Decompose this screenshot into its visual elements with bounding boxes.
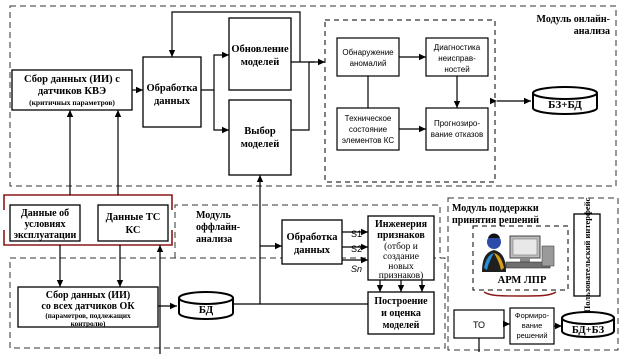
apm-label: АРМ ЛПР bbox=[498, 275, 547, 286]
svg-text:(отбор и: (отбор и bbox=[384, 241, 418, 252]
tech-state-block: Техническое состояние элементов КС bbox=[336, 107, 400, 151]
svg-text:Выбор: Выбор bbox=[244, 126, 276, 137]
svg-text:Техническое: Техническое bbox=[345, 114, 392, 123]
fault-diagnosis-block: Диагностика неисправ- ностей bbox=[425, 37, 489, 77]
model-select-block: Выбор моделей bbox=[228, 99, 292, 176]
svg-text:моделей: моделей bbox=[383, 320, 420, 331]
feature-engineering-block: Инженерия признаков (отбор и создание но… bbox=[367, 215, 435, 281]
svg-text:Модуль поддержки: Модуль поддержки bbox=[452, 203, 539, 214]
online-inner-frame bbox=[324, 19, 496, 183]
anomaly-detection-block: Обнаружение аномалий bbox=[336, 37, 400, 77]
user-icon bbox=[482, 233, 506, 272]
svg-text:данных: данных bbox=[294, 245, 331, 256]
svg-text:вание: вание bbox=[522, 321, 543, 330]
svg-text:Данные ТС: Данные ТС bbox=[106, 212, 161, 223]
svg-text:БД+БЗ: БД+БЗ bbox=[572, 325, 605, 336]
svg-text:Обновление: Обновление bbox=[231, 44, 289, 55]
svg-text:моделей: моделей bbox=[241, 57, 280, 68]
svg-text:данных: данных bbox=[154, 96, 191, 107]
svg-text:моделей: моделей bbox=[241, 139, 280, 150]
online-module-frame bbox=[9, 5, 617, 187]
db-bottom-cylinder: БД bbox=[178, 291, 234, 320]
svg-text:Sn: Sn bbox=[351, 264, 362, 274]
apm-brace bbox=[483, 291, 557, 297]
decision-module-title: Модуль поддержки принятия решений bbox=[452, 203, 539, 226]
svg-text:вание отказов: вание отказов bbox=[431, 130, 483, 139]
svg-text:ТО: ТО bbox=[473, 320, 485, 330]
svg-text:Построение: Построение bbox=[374, 296, 428, 307]
svg-text:Модуль онлайн-: Модуль онлайн- bbox=[537, 14, 610, 25]
svg-text:анализа: анализа bbox=[196, 234, 232, 245]
workstation-icon bbox=[505, 235, 555, 269]
apm-frame bbox=[472, 225, 569, 291]
edge-labels: S1 S2 Sn bbox=[351, 229, 362, 274]
svg-text:и оценка: и оценка bbox=[381, 308, 421, 319]
svg-text:аномалий: аномалий bbox=[350, 59, 387, 68]
user-interface-block: Пользовательский интерфейс bbox=[573, 197, 601, 312]
svg-text:создание: создание bbox=[383, 252, 419, 262]
svg-text:КС: КС bbox=[126, 225, 141, 236]
svg-text:решений: решений bbox=[516, 331, 547, 340]
svg-text:эксплуатации: эксплуатации bbox=[14, 230, 77, 241]
svg-text:Диагностика: Диагностика bbox=[434, 43, 481, 52]
svg-text:со всех датчиков ОК: со всех датчиков ОК bbox=[41, 301, 135, 312]
failure-forecast-block: Прогнозиро- вание отказов bbox=[425, 107, 489, 151]
source-data-group bbox=[3, 194, 173, 246]
svg-text:Модуль: Модуль bbox=[196, 210, 231, 221]
svg-text:БЗ+БД: БЗ+БД bbox=[548, 99, 582, 111]
svg-text:Сбор данных (ИИ) с: Сбор данных (ИИ) с bbox=[24, 74, 120, 85]
svg-text:состояние: состояние bbox=[349, 125, 388, 134]
svg-text:Данные об: Данные об bbox=[21, 208, 69, 219]
svg-text:Обработка: Обработка bbox=[286, 232, 338, 243]
svg-text:Прогнозиро-: Прогнозиро- bbox=[434, 119, 480, 128]
svg-text:неисправ-: неисправ- bbox=[438, 54, 476, 63]
data-processing-offline-block: Обработка данных bbox=[281, 219, 343, 265]
offline-module-frame bbox=[9, 257, 446, 349]
svg-text:S2: S2 bbox=[351, 244, 362, 254]
ts-data-block: Данные ТС КС bbox=[97, 204, 169, 242]
svg-text:условиях: условиях bbox=[24, 219, 65, 230]
offline-module-frame-upper bbox=[174, 204, 441, 258]
kb-db-bottom-cylinder: БД+БЗ bbox=[561, 311, 615, 338]
svg-text:принятия решений: принятия решений bbox=[452, 215, 539, 226]
connectors bbox=[56, 11, 562, 354]
build-eval-block: Построение и оценка моделей bbox=[367, 291, 435, 335]
kve-collect-block: Сбор данных (ИИ) с датчиков КВЭ (критичн… bbox=[11, 69, 133, 111]
svg-text:S1: S1 bbox=[351, 229, 362, 239]
offline-module-title: Модуль оффлайн- анализа bbox=[196, 210, 240, 245]
form-decisions-block: Формиро- вание решений bbox=[509, 307, 555, 345]
svg-text:анализа: анализа bbox=[574, 26, 610, 37]
svg-text:оффлайн-: оффлайн- bbox=[196, 222, 240, 233]
svg-text:Обработка: Обработка bbox=[146, 83, 198, 94]
online-module-title: Модуль онлайн- анализа bbox=[537, 14, 610, 37]
conditions-data-block: Данные об условиях эксплуатации bbox=[9, 204, 81, 242]
data-processing-top-block: Обработка данных bbox=[142, 56, 202, 128]
svg-text:(параметров, подлежащих: (параметров, подлежащих bbox=[45, 312, 131, 320]
svg-text:новых: новых bbox=[388, 262, 414, 272]
svg-text:БД: БД bbox=[199, 304, 214, 316]
svg-text:Пользовательский интерфейс: Пользовательский интерфейс bbox=[582, 197, 592, 312]
svg-text:Формиро-: Формиро- bbox=[515, 311, 550, 320]
svg-text:Сбор данных (ИИ): Сбор данных (ИИ) bbox=[46, 290, 130, 301]
svg-text:ностей: ностей bbox=[444, 65, 469, 74]
kb-db-top-cylinder: БЗ+БД bbox=[532, 86, 598, 115]
model-update-block: Обновление моделей bbox=[228, 17, 292, 91]
svg-text:Обнаружение: Обнаружение bbox=[342, 48, 394, 57]
svg-text:признаков): признаков) bbox=[379, 270, 424, 281]
svg-text:признаков: признаков bbox=[377, 230, 425, 241]
ok-collect-block: Сбор данных (ИИ) со всех датчиков ОК (па… bbox=[17, 286, 159, 328]
decision-module-frame bbox=[447, 197, 619, 351]
svg-text:датчиков КВЭ: датчиков КВЭ bbox=[38, 86, 106, 97]
svg-text:Инженерия: Инженерия bbox=[375, 219, 428, 230]
to-block: ТО bbox=[453, 309, 505, 339]
svg-text:(критичных параметров): (критичных параметров) bbox=[29, 98, 115, 107]
svg-text:контролю): контролю) bbox=[71, 320, 106, 328]
svg-text:элементов КС: элементов КС bbox=[342, 136, 394, 145]
